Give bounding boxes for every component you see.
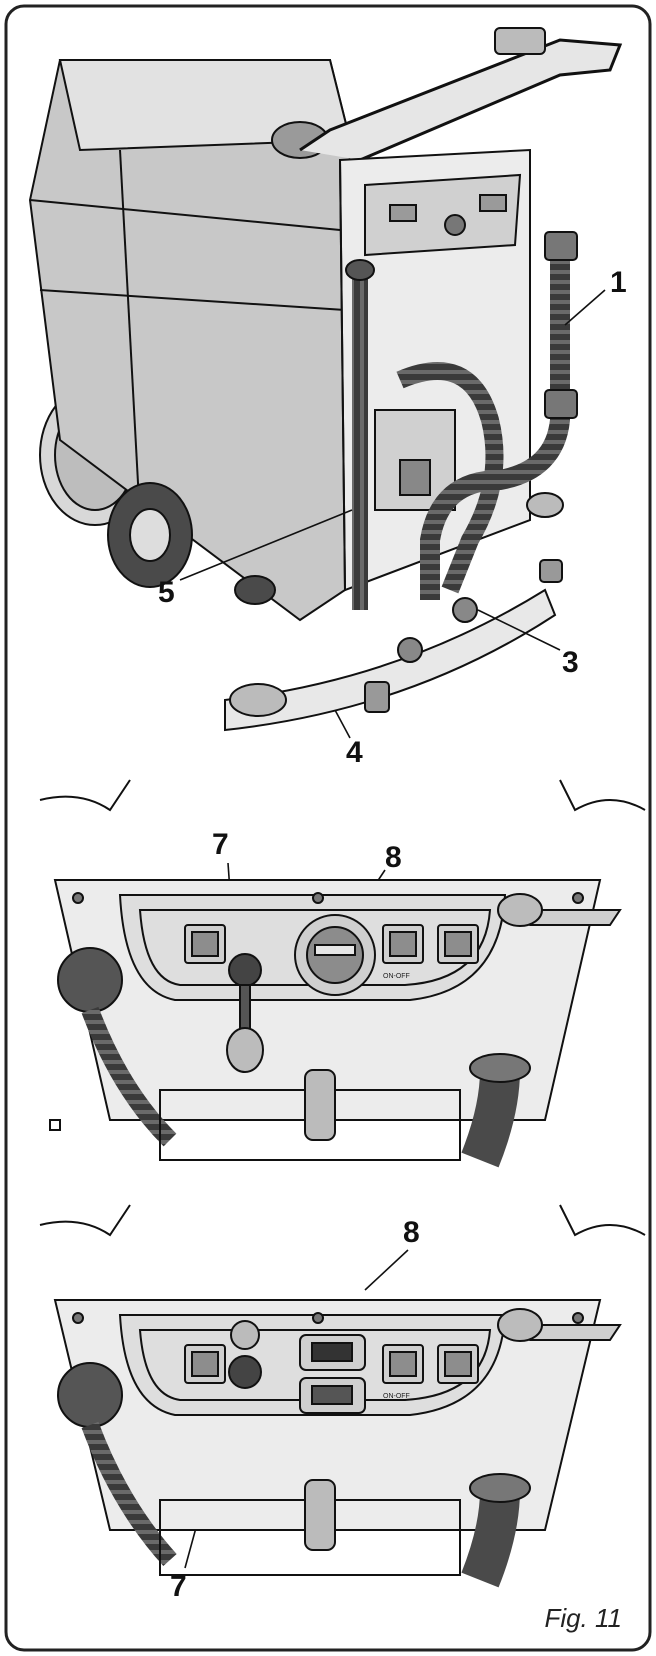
figure-caption: Fig. 11 <box>544 1603 622 1633</box>
control-panel-b <box>39 1204 646 1588</box>
machine-illustration <box>28 27 623 732</box>
callout-7-top: 7 <box>212 828 229 861</box>
callout-5: 5 <box>158 576 175 609</box>
callout-1: 1 <box>610 266 627 299</box>
callout-8-bottom: 8 <box>403 1216 420 1249</box>
callout-3: 3 <box>562 646 579 679</box>
callout-7-bottom: 7 <box>170 1570 187 1603</box>
control-panel-a <box>39 779 646 1168</box>
callout-8-top: 8 <box>385 841 402 874</box>
panel-label-on-off-a: ON-OFF <box>383 973 410 980</box>
callout-4: 4 <box>346 736 363 769</box>
panel-label-on-off-b: ON-OFF <box>383 1393 410 1400</box>
